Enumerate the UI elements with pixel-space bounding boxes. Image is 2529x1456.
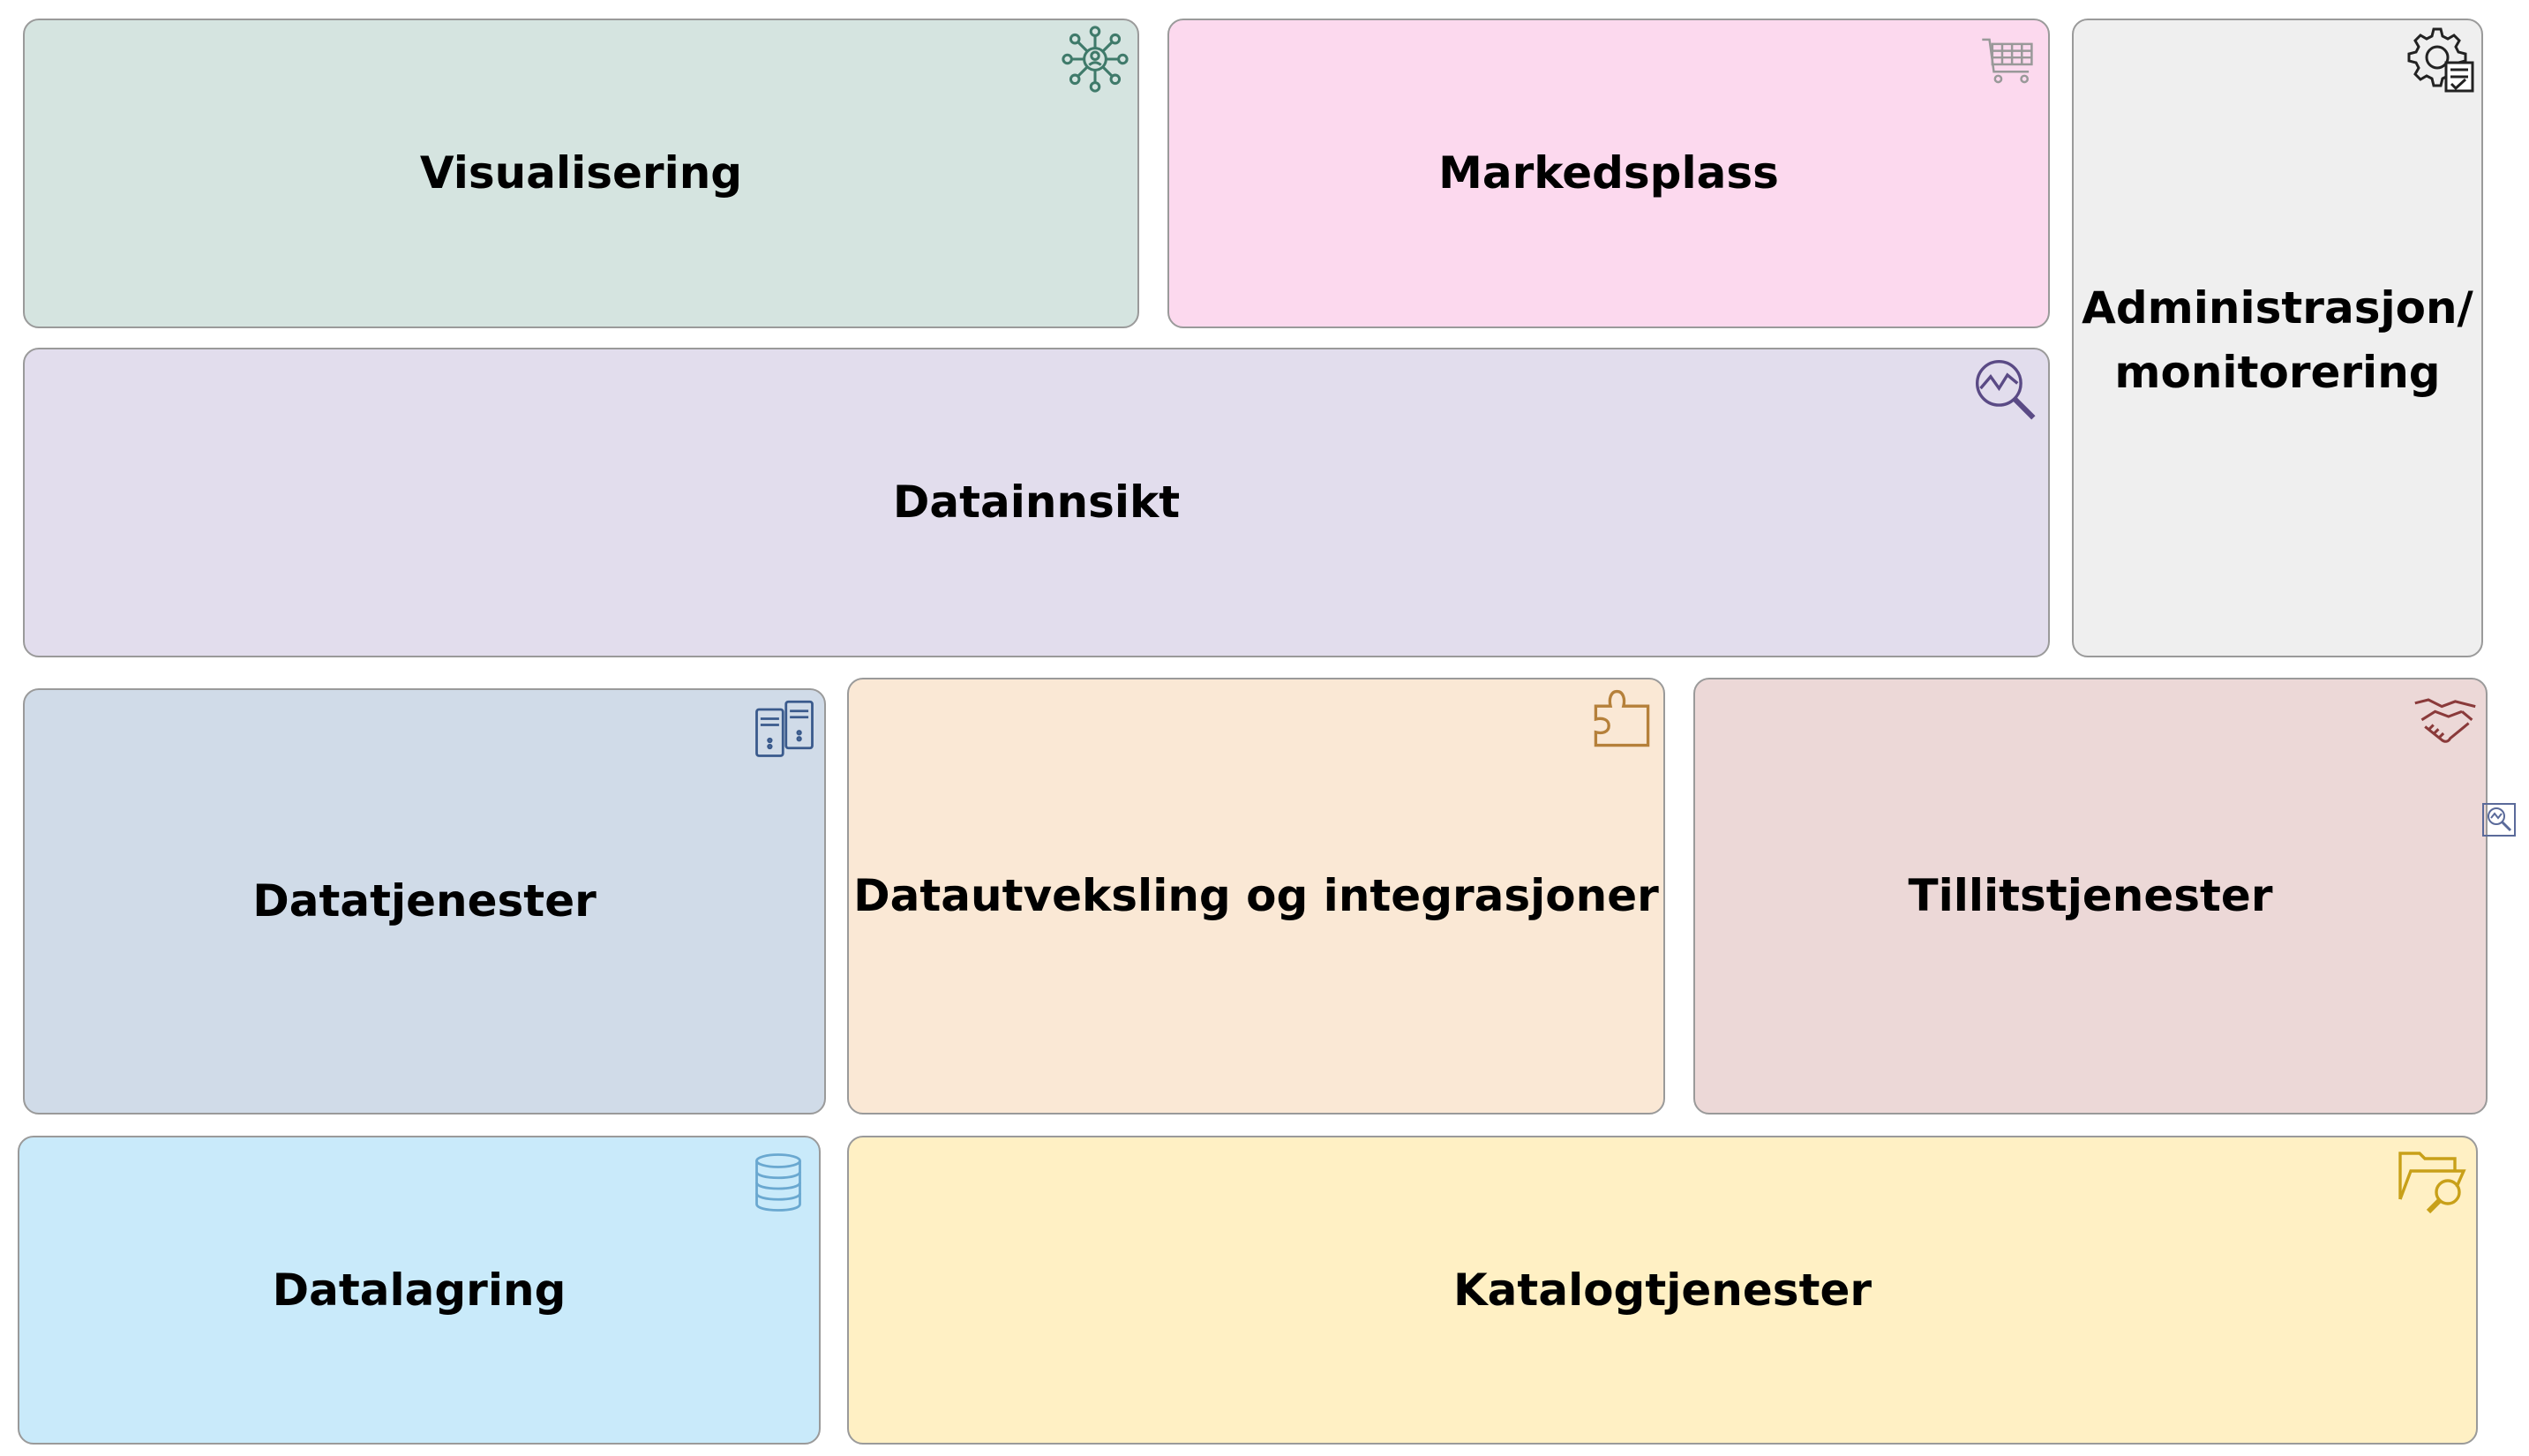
datatjenester-block: Datatjenester: [23, 688, 826, 1115]
servers-icon: [754, 697, 815, 759]
datautveksling-block: Datautveksling og integrasjoner: [847, 678, 1665, 1115]
analytics-magnifier-icon: [1972, 356, 2039, 424]
network-hub-icon: [1062, 26, 1129, 93]
database-icon: [752, 1152, 805, 1213]
handshake-icon: [2412, 683, 2479, 750]
gear-checklist-icon: [2405, 24, 2476, 94]
visualisering-block: Visualisering: [23, 19, 1139, 328]
datainnsikt-block: Datainnsikt: [23, 348, 2050, 657]
tillitstjenester-block: Tillitstjenester: [1693, 678, 2488, 1115]
puzzle-piece-icon: [1589, 687, 1655, 752]
markedsplass-block: Markedsplass: [1167, 19, 2050, 328]
shopping-cart-icon: [1979, 31, 2037, 89]
administrasjon-label: Administrasjon/ monitorering: [2082, 282, 2473, 398]
tillitstjenester-label: Tillitstjenester: [1908, 870, 2273, 922]
datainnsikt-label: Datainnsikt: [892, 477, 1181, 529]
search-analytics-icon: [2481, 802, 2517, 837]
folder-search-icon: [2397, 1143, 2467, 1213]
datatjenester-label: Datatjenester: [252, 875, 597, 927]
visualisering-label: Visualisering: [419, 147, 743, 199]
datalagring-block: Datalagring: [18, 1136, 821, 1445]
datautveksling-label: Datautveksling og integrasjoner: [853, 870, 1659, 922]
datalagring-label: Datalagring: [272, 1264, 567, 1316]
katalogtjenester-label: Katalogtjenester: [1452, 1264, 1872, 1316]
markedsplass-label: Markedsplass: [1438, 147, 1779, 199]
administrasjon-block: Administrasjon/ monitorering: [2072, 19, 2483, 657]
katalogtjenester-block: Katalogtjenester: [847, 1136, 2478, 1445]
